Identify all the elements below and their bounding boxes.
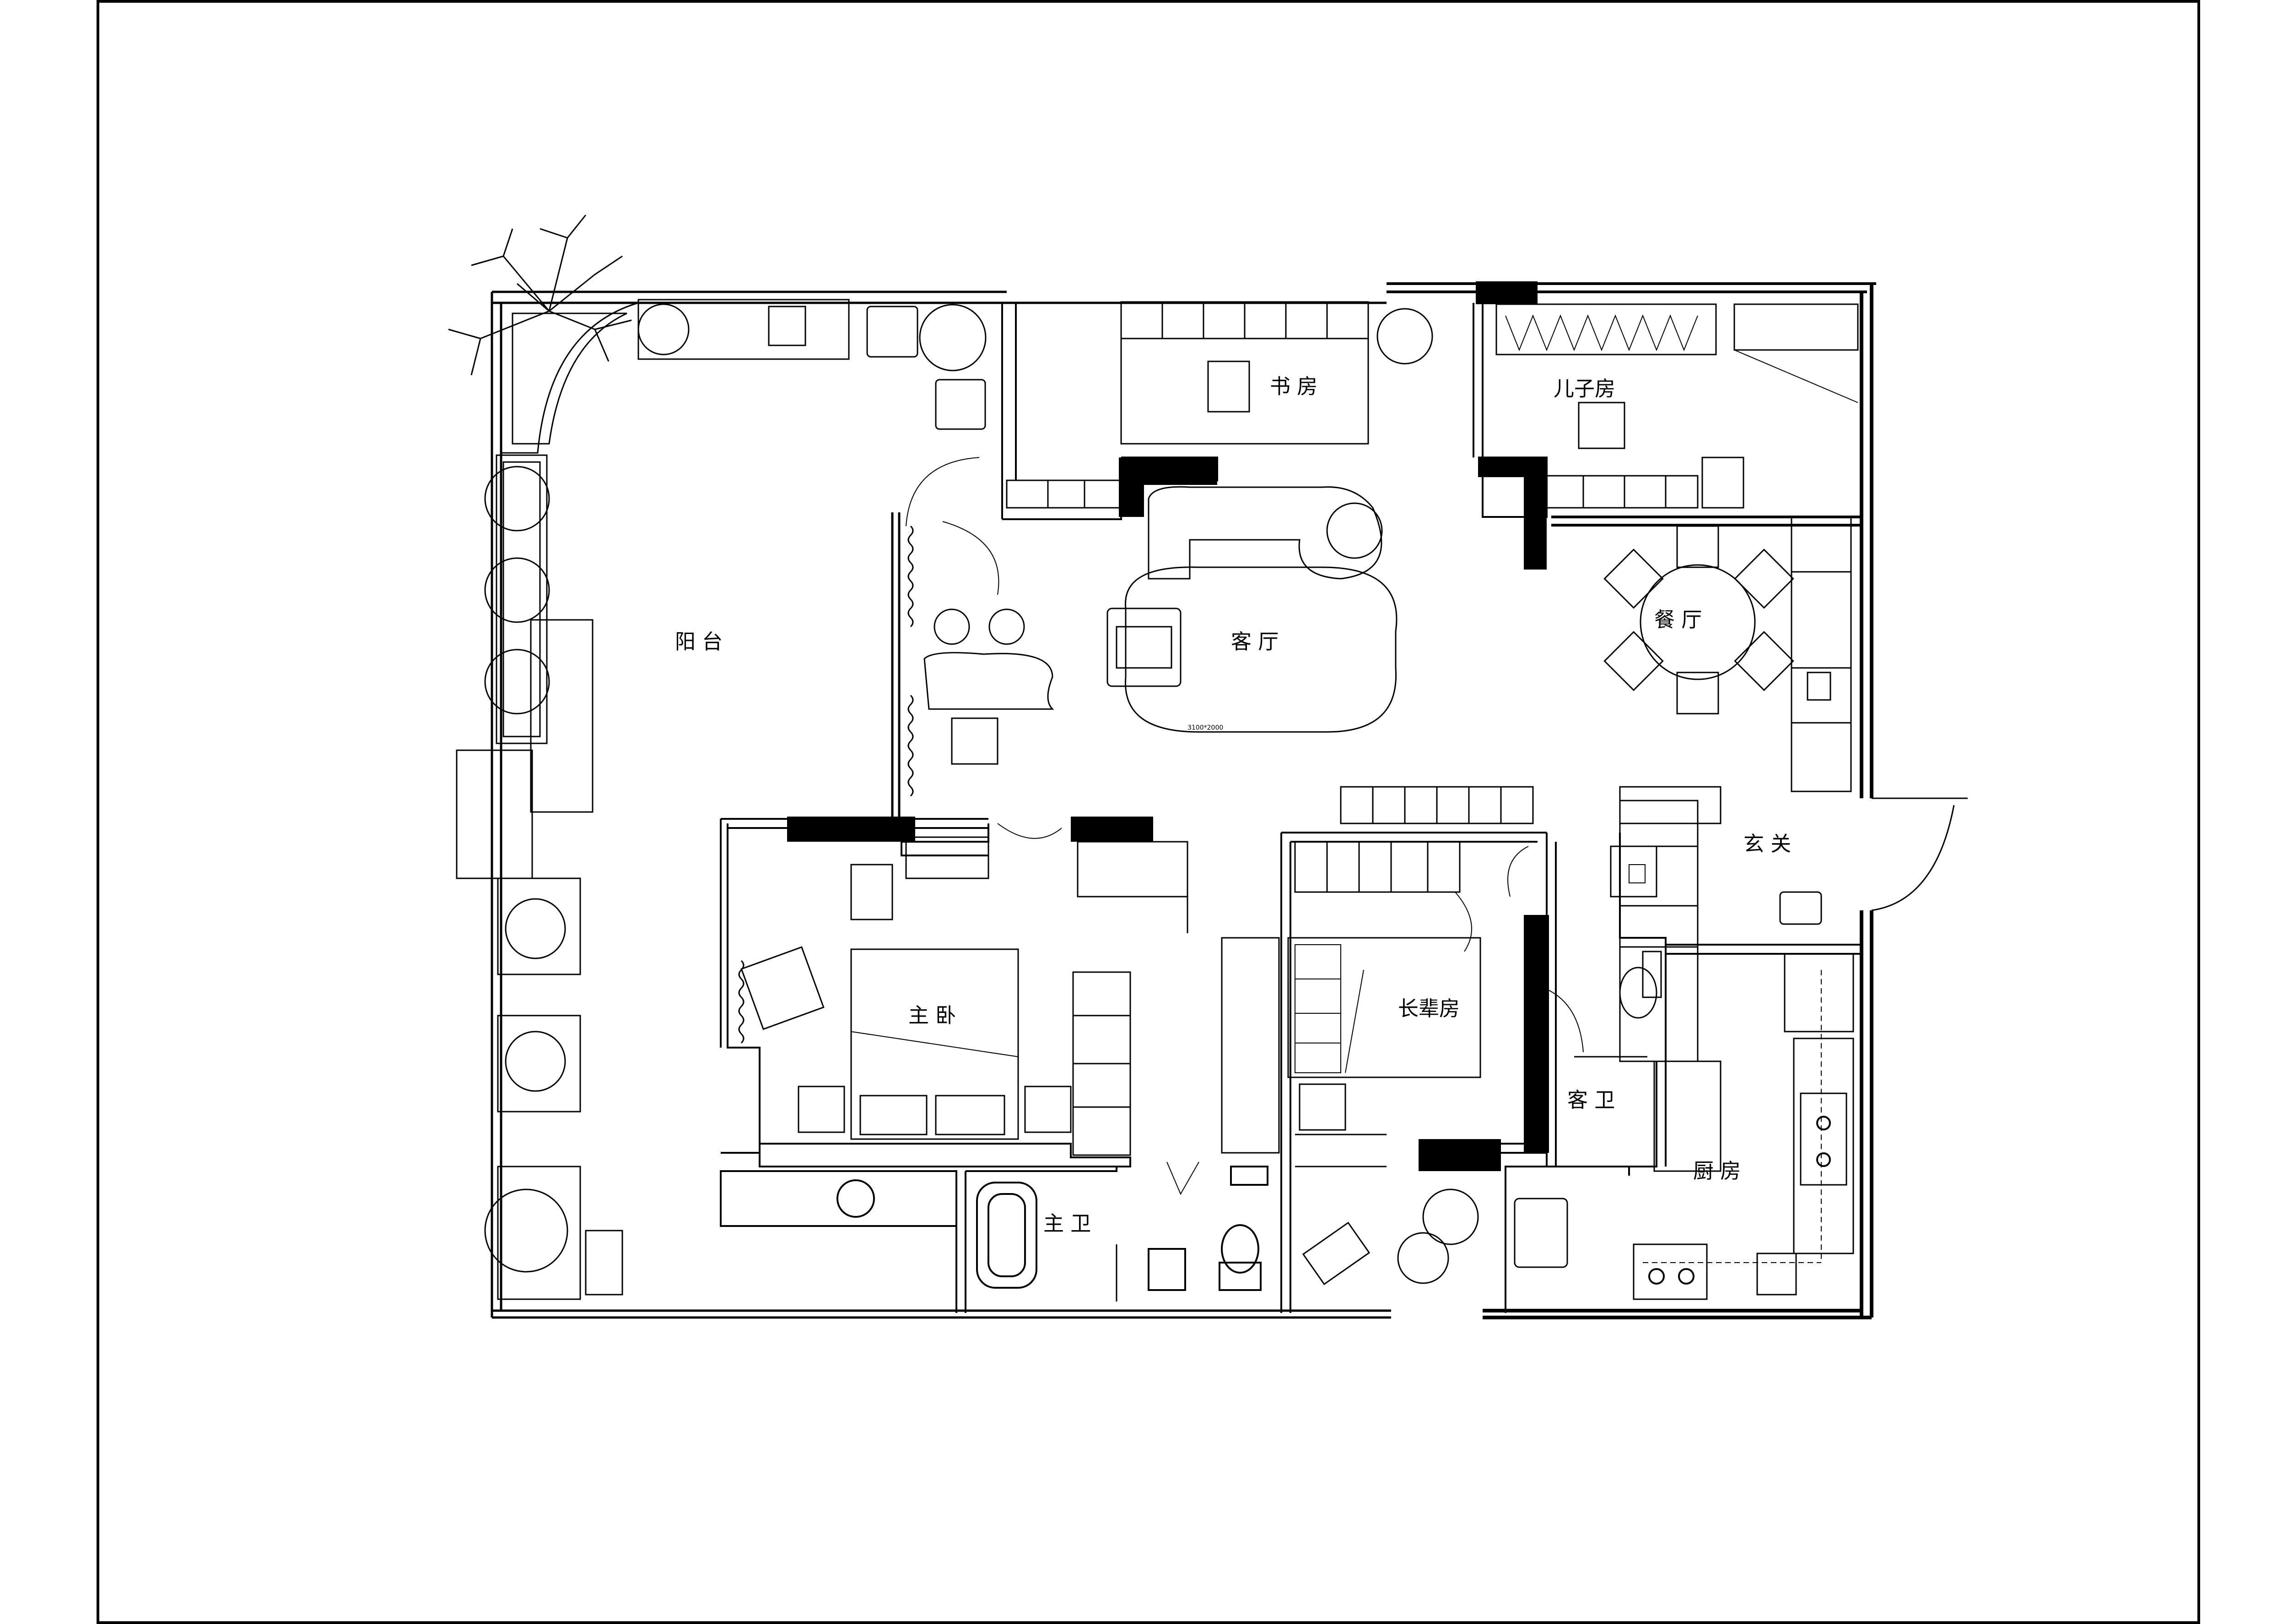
balcony-area [456,299,987,1300]
room-label-dining: 餐 厅 [1654,608,1702,632]
dining-chairs [1603,525,1794,715]
curtain-tracks [738,525,914,1044]
wall-column [787,817,915,842]
wall-column [1524,457,1547,570]
wall-column [1476,281,1538,304]
wall-column [1524,915,1549,1153]
wall-column [1119,457,1144,517]
tree-icon [448,215,632,376]
dining-room [1603,516,1852,792]
wall-column [1071,817,1153,842]
rug [1124,566,1398,733]
rug-size-annotation: 3100*2000 [1187,724,1223,731]
room-label-master-bath: 主 卫 [1043,1211,1091,1236]
room-label-living: 客 厅 [1231,629,1279,654]
room-label-kitchen: 厨 房 [1693,1159,1741,1183]
room-label-study: 书 房 [1270,374,1317,398]
kitchen [1505,800,1862,1313]
guest-bath [1546,833,1667,1176]
sheet-frame [97,0,2200,1624]
room-label-master-bedroom: 主 卧 [908,1003,956,1027]
room-label-elder-room: 长辈房 [1398,996,1460,1021]
room-label-foyer: 玄 关 [1743,832,1791,856]
door-swings [906,457,1584,1195]
dining-table [1640,564,1756,680]
room-label-guest-bath: 客 卫 [1567,1088,1615,1112]
plant-icons [484,303,1479,1284]
elder-room [1280,832,1547,1285]
master-bath [720,1166,1291,1313]
master-bedroom [720,818,1280,1167]
wall-column [1419,1139,1501,1171]
room-label-balcony: 阳 台 [675,629,723,654]
foyer [1340,786,1968,925]
living-room [891,486,1398,819]
room-label-son-room: 儿子房 [1554,376,1615,401]
outer-walls [491,282,1876,1319]
